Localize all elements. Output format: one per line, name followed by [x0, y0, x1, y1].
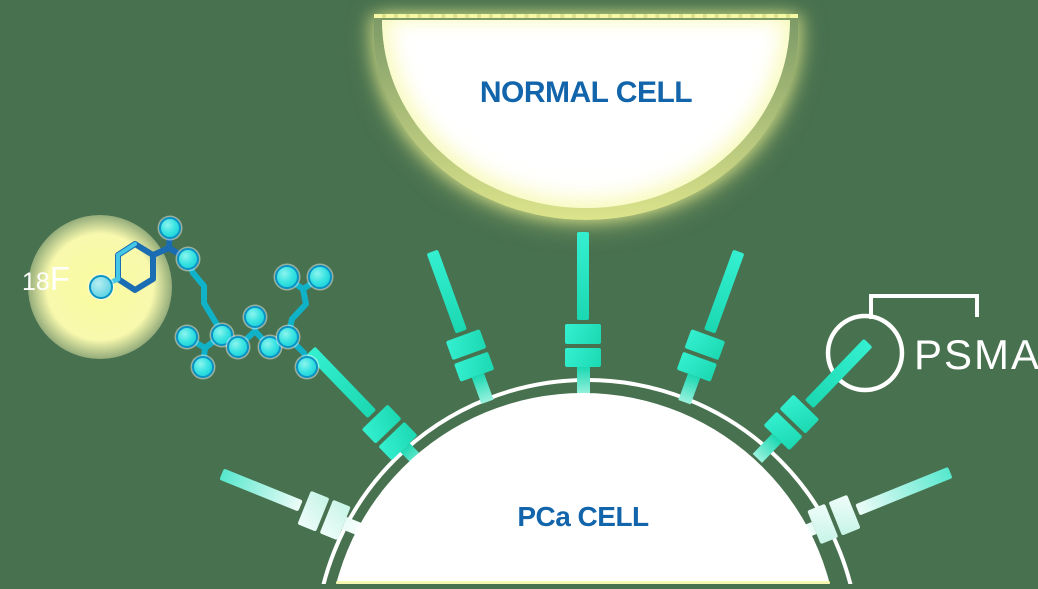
psma-receptor-top [565, 232, 601, 395]
receptor-stem [471, 373, 494, 405]
isotope-label: 18F [22, 262, 70, 295]
receptor-stem [752, 433, 782, 463]
cell-bottom-edge [336, 581, 830, 584]
receptor-stem [677, 373, 700, 405]
receptor-stem [576, 367, 590, 395]
psma-label: PSMA [914, 331, 1038, 378]
receptor-rod [577, 232, 589, 320]
isotope-element: F [49, 260, 70, 297]
receptor-band [565, 324, 601, 344]
pca-cell-label: PCa CELL [517, 501, 649, 532]
receptor-band [565, 348, 601, 367]
isotope-number: 18 [22, 268, 50, 296]
normal-cell-label: NORMAL CELL [479, 76, 693, 109]
